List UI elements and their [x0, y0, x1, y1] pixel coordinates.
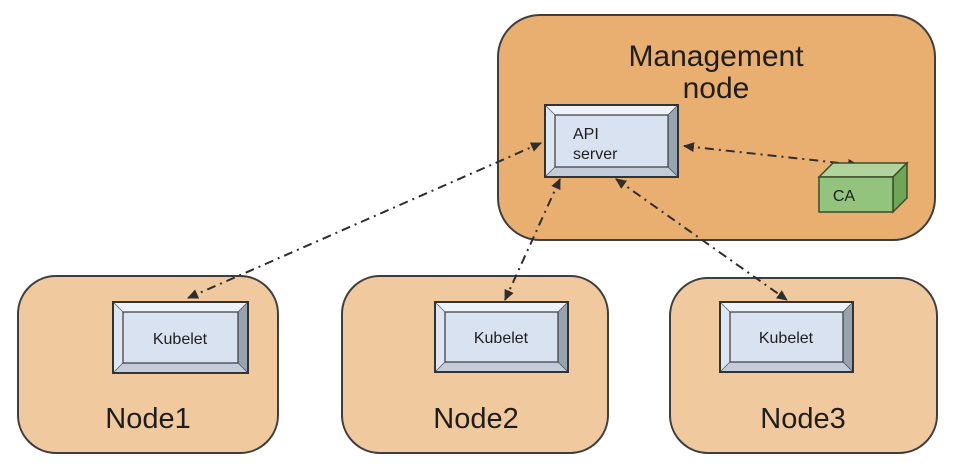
connection-api-ca-arrow — [683, 142, 859, 169]
management-node-title-line2: node — [683, 72, 750, 105]
api-server-bevel-top — [544, 104, 679, 116]
kubelet1-face — [122, 311, 239, 364]
kubelet1-bevel-bottom — [112, 362, 249, 374]
api-server-bevel-bottom — [544, 166, 679, 178]
kubelet3-face — [729, 311, 844, 363]
kubelet2-bevel-right — [557, 301, 569, 373]
kubelet1-bevel-right — [237, 301, 249, 374]
connection-node3-api-arrow — [615, 178, 788, 301]
kubelet-node1-box: Kubelet — [112, 301, 249, 374]
api-server-bevel-left — [544, 104, 556, 178]
kubelet3-bevel-left — [719, 301, 731, 373]
api-server-label-line2: server — [573, 146, 618, 163]
kubelet1-label: Kubelet — [153, 331, 208, 348]
connection-node2-api-arrow — [504, 178, 561, 301]
kubelet-node3-box: Kubelet — [719, 301, 854, 373]
kubelet2-outline — [434, 301, 569, 373]
kubelet3-label: Kubelet — [759, 330, 814, 347]
api-server-label-line1: API — [573, 126, 599, 143]
connection-node1-api-arrow — [187, 142, 542, 299]
management-node-title-line1: Management — [628, 40, 804, 73]
kubelet2-face — [444, 311, 559, 363]
kubelet3-outline — [719, 301, 854, 373]
ca-top-face — [817, 162, 909, 178]
api-server-bevel-right — [667, 104, 679, 178]
kubelet2-bevel-left — [434, 301, 446, 373]
kubelet2-bevel-bottom — [434, 361, 569, 373]
kubelet3-bevel-top — [719, 301, 854, 313]
ca-front-face — [818, 176, 894, 213]
kubelet3-bevel-right — [842, 301, 854, 373]
kubelet1-outline — [112, 301, 249, 374]
kubelet2-label: Kubelet — [474, 330, 529, 347]
node3-label: Node3 — [760, 403, 845, 435]
kubelet2-bevel-top — [434, 301, 569, 313]
node1-label: Node1 — [105, 403, 190, 435]
api-server-box: API server — [544, 104, 679, 178]
kubelet1-bevel-left — [112, 301, 124, 374]
node2-label: Node2 — [433, 403, 518, 435]
kubelet3-bevel-bottom — [719, 361, 854, 373]
connections — [187, 142, 859, 301]
api-server-face — [554, 114, 669, 168]
kubelet-node2-box: Kubelet — [434, 301, 569, 373]
ca-box: CA — [817, 161, 909, 214]
ca-label: CA — [833, 188, 856, 205]
kubelet1-bevel-top — [112, 301, 249, 313]
api-server-outline — [544, 104, 679, 178]
